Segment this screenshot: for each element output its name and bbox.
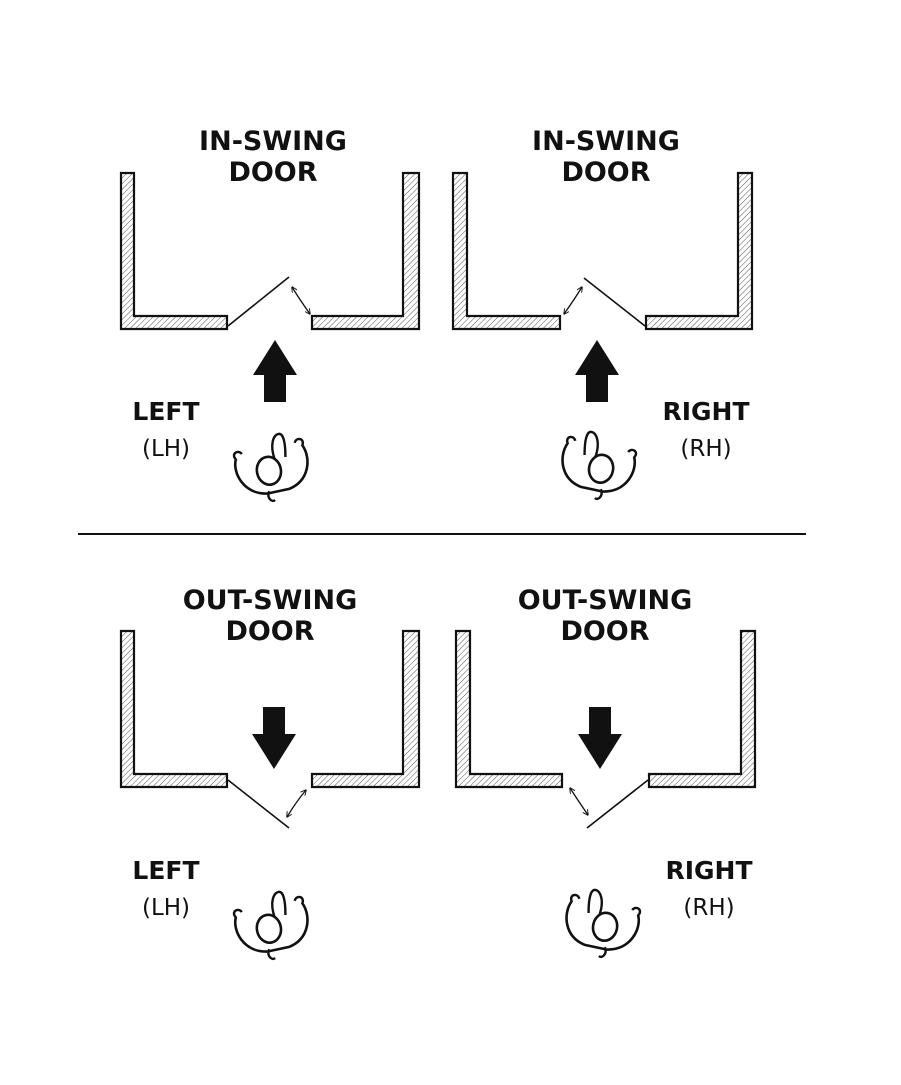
left-wall	[119, 171, 229, 331]
swing-arrow	[570, 788, 588, 815]
swing-arrow	[292, 287, 310, 314]
hand-label: RIGHT	[665, 856, 753, 885]
direction-arrow-up	[253, 340, 297, 402]
swing-arrow	[564, 287, 582, 314]
title-line-1: IN-SWING	[532, 126, 680, 157]
direction-arrow-down	[578, 707, 622, 769]
right-wall	[310, 171, 421, 331]
person-icon	[229, 427, 316, 509]
swing-arrow	[287, 790, 306, 817]
title-line-2: DOOR	[561, 157, 651, 188]
right-wall	[310, 629, 421, 789]
door-leaf	[583, 277, 646, 327]
hand-abbreviation: (RH)	[680, 436, 732, 462]
title-line-1: OUT-SWING	[517, 585, 693, 616]
title-line-2: DOOR	[228, 157, 318, 188]
title-line-1: IN-SWING	[199, 126, 347, 157]
panel-title: OUT-SWING DOOR	[495, 585, 715, 647]
direction-arrow-up	[575, 340, 619, 402]
panel-outswing-right	[454, 629, 757, 965]
right-wall	[647, 629, 757, 789]
panel-title: OUT-SWING DOOR	[160, 585, 380, 647]
hand-label: RIGHT	[662, 397, 750, 426]
door-leaf	[227, 779, 290, 829]
panel-title: IN-SWING DOOR	[173, 126, 373, 188]
title-line-2: DOOR	[225, 616, 315, 647]
hand-abbreviation: (LH)	[141, 436, 191, 462]
hand-label: LEFT	[132, 397, 200, 426]
person-icon	[229, 885, 316, 967]
panel-title: IN-SWING DOOR	[506, 126, 706, 188]
panel-inswing-left	[119, 171, 421, 509]
door-leaf	[227, 276, 290, 327]
left-wall	[119, 629, 229, 789]
person-icon	[558, 883, 645, 965]
title-line-2: DOOR	[560, 616, 650, 647]
hand-abbreviation: (LH)	[141, 895, 191, 921]
door-leaf	[586, 779, 649, 829]
hand-abbreviation: (RH)	[683, 895, 735, 921]
panel-inswing-right	[451, 171, 754, 507]
hand-label: LEFT	[132, 856, 200, 885]
right-wall	[644, 171, 754, 331]
left-wall	[451, 171, 562, 331]
direction-arrow-down	[252, 707, 296, 769]
person-icon	[554, 425, 641, 507]
left-wall	[454, 629, 564, 789]
title-line-1: OUT-SWING	[182, 585, 358, 616]
panel-outswing-left	[119, 629, 421, 967]
